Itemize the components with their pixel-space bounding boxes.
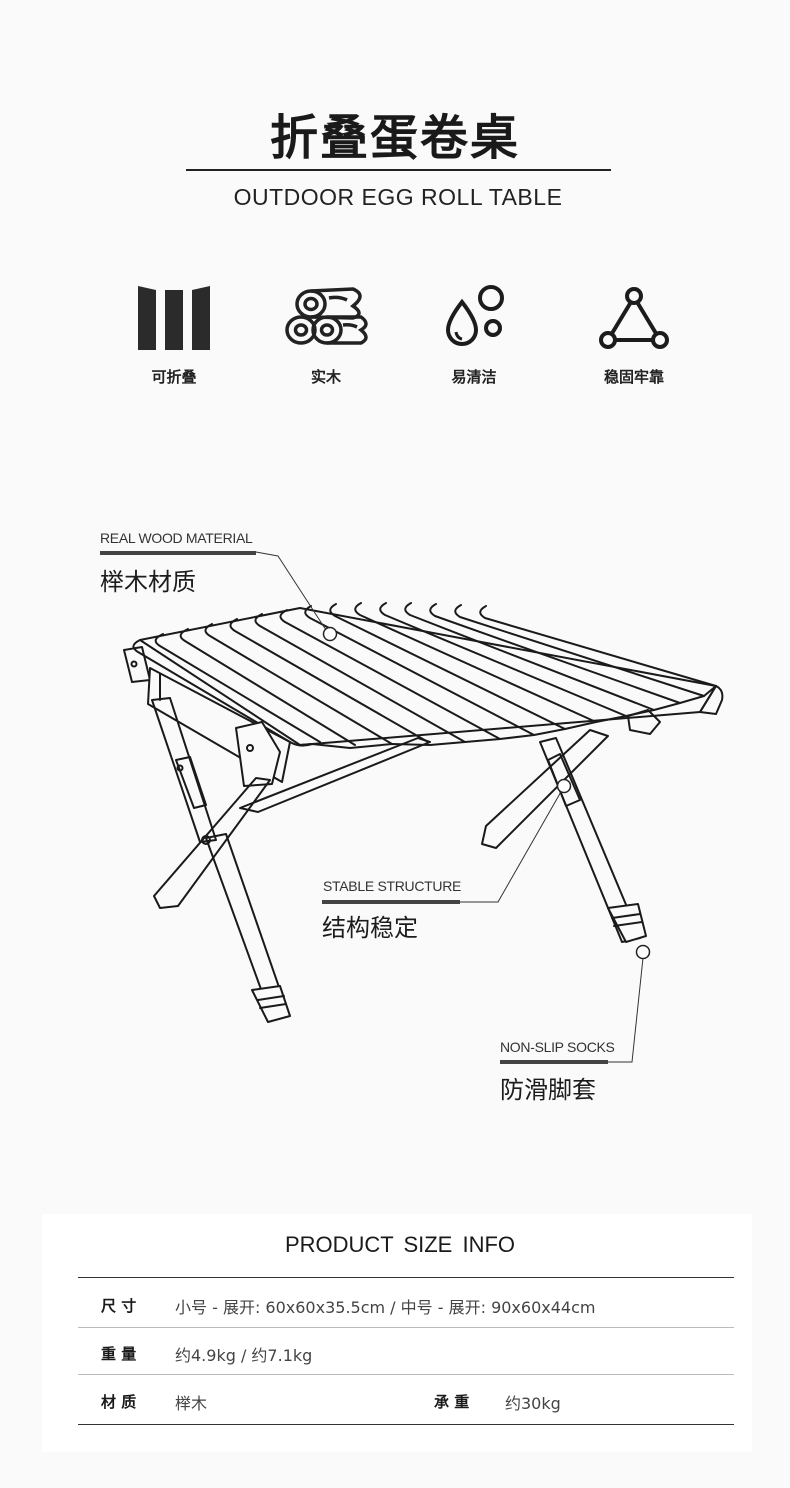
table-side-rails bbox=[123, 646, 661, 787]
folding-table-illustration bbox=[123, 551, 724, 1063]
spec-value-weight: 约4.9kg / 约7.1kg bbox=[175, 1346, 313, 1365]
feature-easy-clean: 易清洁 bbox=[404, 284, 544, 387]
spec-value-material: 榉木 bbox=[175, 1394, 208, 1413]
feature-label: 实木 bbox=[310, 368, 341, 386]
callout-socks-bar bbox=[500, 1060, 608, 1064]
callout-socks-cn: 防滑脚套 bbox=[500, 1076, 596, 1104]
table-left-legs bbox=[151, 697, 431, 1023]
table-bottom-rule bbox=[78, 1424, 734, 1425]
page-title: 折叠蛋卷桌 bbox=[269, 110, 520, 166]
spec-label-material: 材 质 bbox=[101, 1393, 137, 1411]
callout-wood-en: REAL WOOD MATERIAL bbox=[100, 530, 253, 546]
table-top-slats bbox=[132, 602, 724, 749]
size-info-card bbox=[42, 1214, 752, 1452]
spec-value-load: 约30kg bbox=[505, 1394, 561, 1413]
page-subtitle: OUTDOOR EGG ROLL TABLE bbox=[233, 184, 563, 210]
spec-value-size: 小号 - 展开: 60x60x35.5cm / 中号 - 展开: 90x60x4… bbox=[175, 1298, 596, 1317]
callout-structure-bar bbox=[322, 900, 460, 904]
feature-foldable: 可折叠 bbox=[104, 284, 244, 387]
spec-label-size: 尺 寸 bbox=[101, 1297, 137, 1315]
title-divider bbox=[186, 169, 611, 171]
feature-label: 易清洁 bbox=[451, 368, 497, 386]
callout-leaders bbox=[255, 551, 644, 1063]
feature-label: 可折叠 bbox=[151, 368, 197, 386]
water-drops-icon bbox=[445, 285, 504, 346]
size-info-title: PRODUCT SIZE INFO bbox=[284, 1232, 516, 1257]
callout-dot-structure bbox=[556, 778, 572, 794]
callout-dot-socks bbox=[635, 944, 651, 960]
folding-slats-icon bbox=[138, 286, 210, 350]
feature-label: 稳固牢靠 bbox=[603, 368, 664, 386]
callout-wood-cn: 榉木材质 bbox=[100, 568, 196, 596]
row-divider bbox=[78, 1327, 734, 1328]
triangle-stable-icon bbox=[599, 287, 669, 349]
wood-logs-icon bbox=[285, 287, 368, 345]
callout-wood-bar bbox=[100, 551, 256, 555]
table-right-legs bbox=[481, 729, 647, 943]
table-top-rule bbox=[78, 1277, 734, 1278]
spec-label-weight: 重 量 bbox=[101, 1345, 137, 1363]
callout-socks-en: NON-SLIP SOCKS bbox=[500, 1039, 615, 1055]
feature-stable: 稳固牢靠 bbox=[564, 284, 704, 387]
callout-structure-cn: 结构稳定 bbox=[322, 914, 418, 942]
row-divider bbox=[78, 1374, 734, 1375]
spec-label-load: 承 重 bbox=[434, 1393, 470, 1411]
callout-structure-en: STABLE STRUCTURE bbox=[323, 878, 462, 894]
callout-dot-wood bbox=[322, 626, 338, 642]
feature-solid-wood: 实木 bbox=[256, 284, 396, 387]
